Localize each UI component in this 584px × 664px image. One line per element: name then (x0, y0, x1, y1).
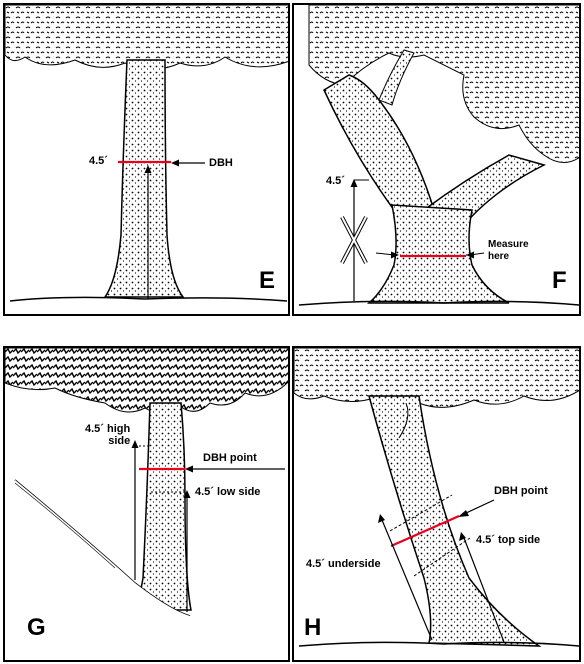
trunk (105, 60, 183, 297)
measure-here-label: Measure here (488, 239, 529, 263)
canopy (5, 348, 290, 414)
left-branch (324, 75, 434, 210)
panel-letter-e: E (259, 267, 275, 295)
top-side-label: 4.5´ top side (476, 534, 540, 546)
panel-letter-f: F (552, 267, 567, 295)
panel-e-drawing (5, 5, 290, 316)
dbh-point-label: DBH point (203, 452, 257, 464)
dbh-point-label: DBH point (494, 485, 548, 497)
panel-f-drawing (294, 5, 581, 316)
height-label: 4.5´ (89, 155, 108, 167)
panel-letter-g: G (27, 614, 46, 642)
panel-f: 4.5´ Measure here F (292, 3, 581, 316)
underside-label: 4.5´ underside (306, 558, 381, 570)
trunk (133, 403, 191, 610)
panel-g: 4.5´ high side DBH point 4.5´ low side G (3, 346, 290, 662)
canopy (294, 348, 581, 407)
panel-e: 4.5´ DBH E (3, 3, 290, 316)
high-side-label: 4.5´ high side (85, 423, 130, 447)
low-side-label: 4.5´ low side (195, 486, 260, 498)
dbh-label: DBH (209, 157, 233, 169)
trunk (369, 396, 539, 646)
panel-letter-h: H (304, 614, 321, 642)
height-label: 4.5´ (326, 175, 345, 187)
panel-h-drawing (294, 348, 581, 662)
panel-h: DBH point 4.5´ top side 4.5´ underside H (292, 346, 581, 662)
panel-g-drawing (5, 348, 290, 662)
